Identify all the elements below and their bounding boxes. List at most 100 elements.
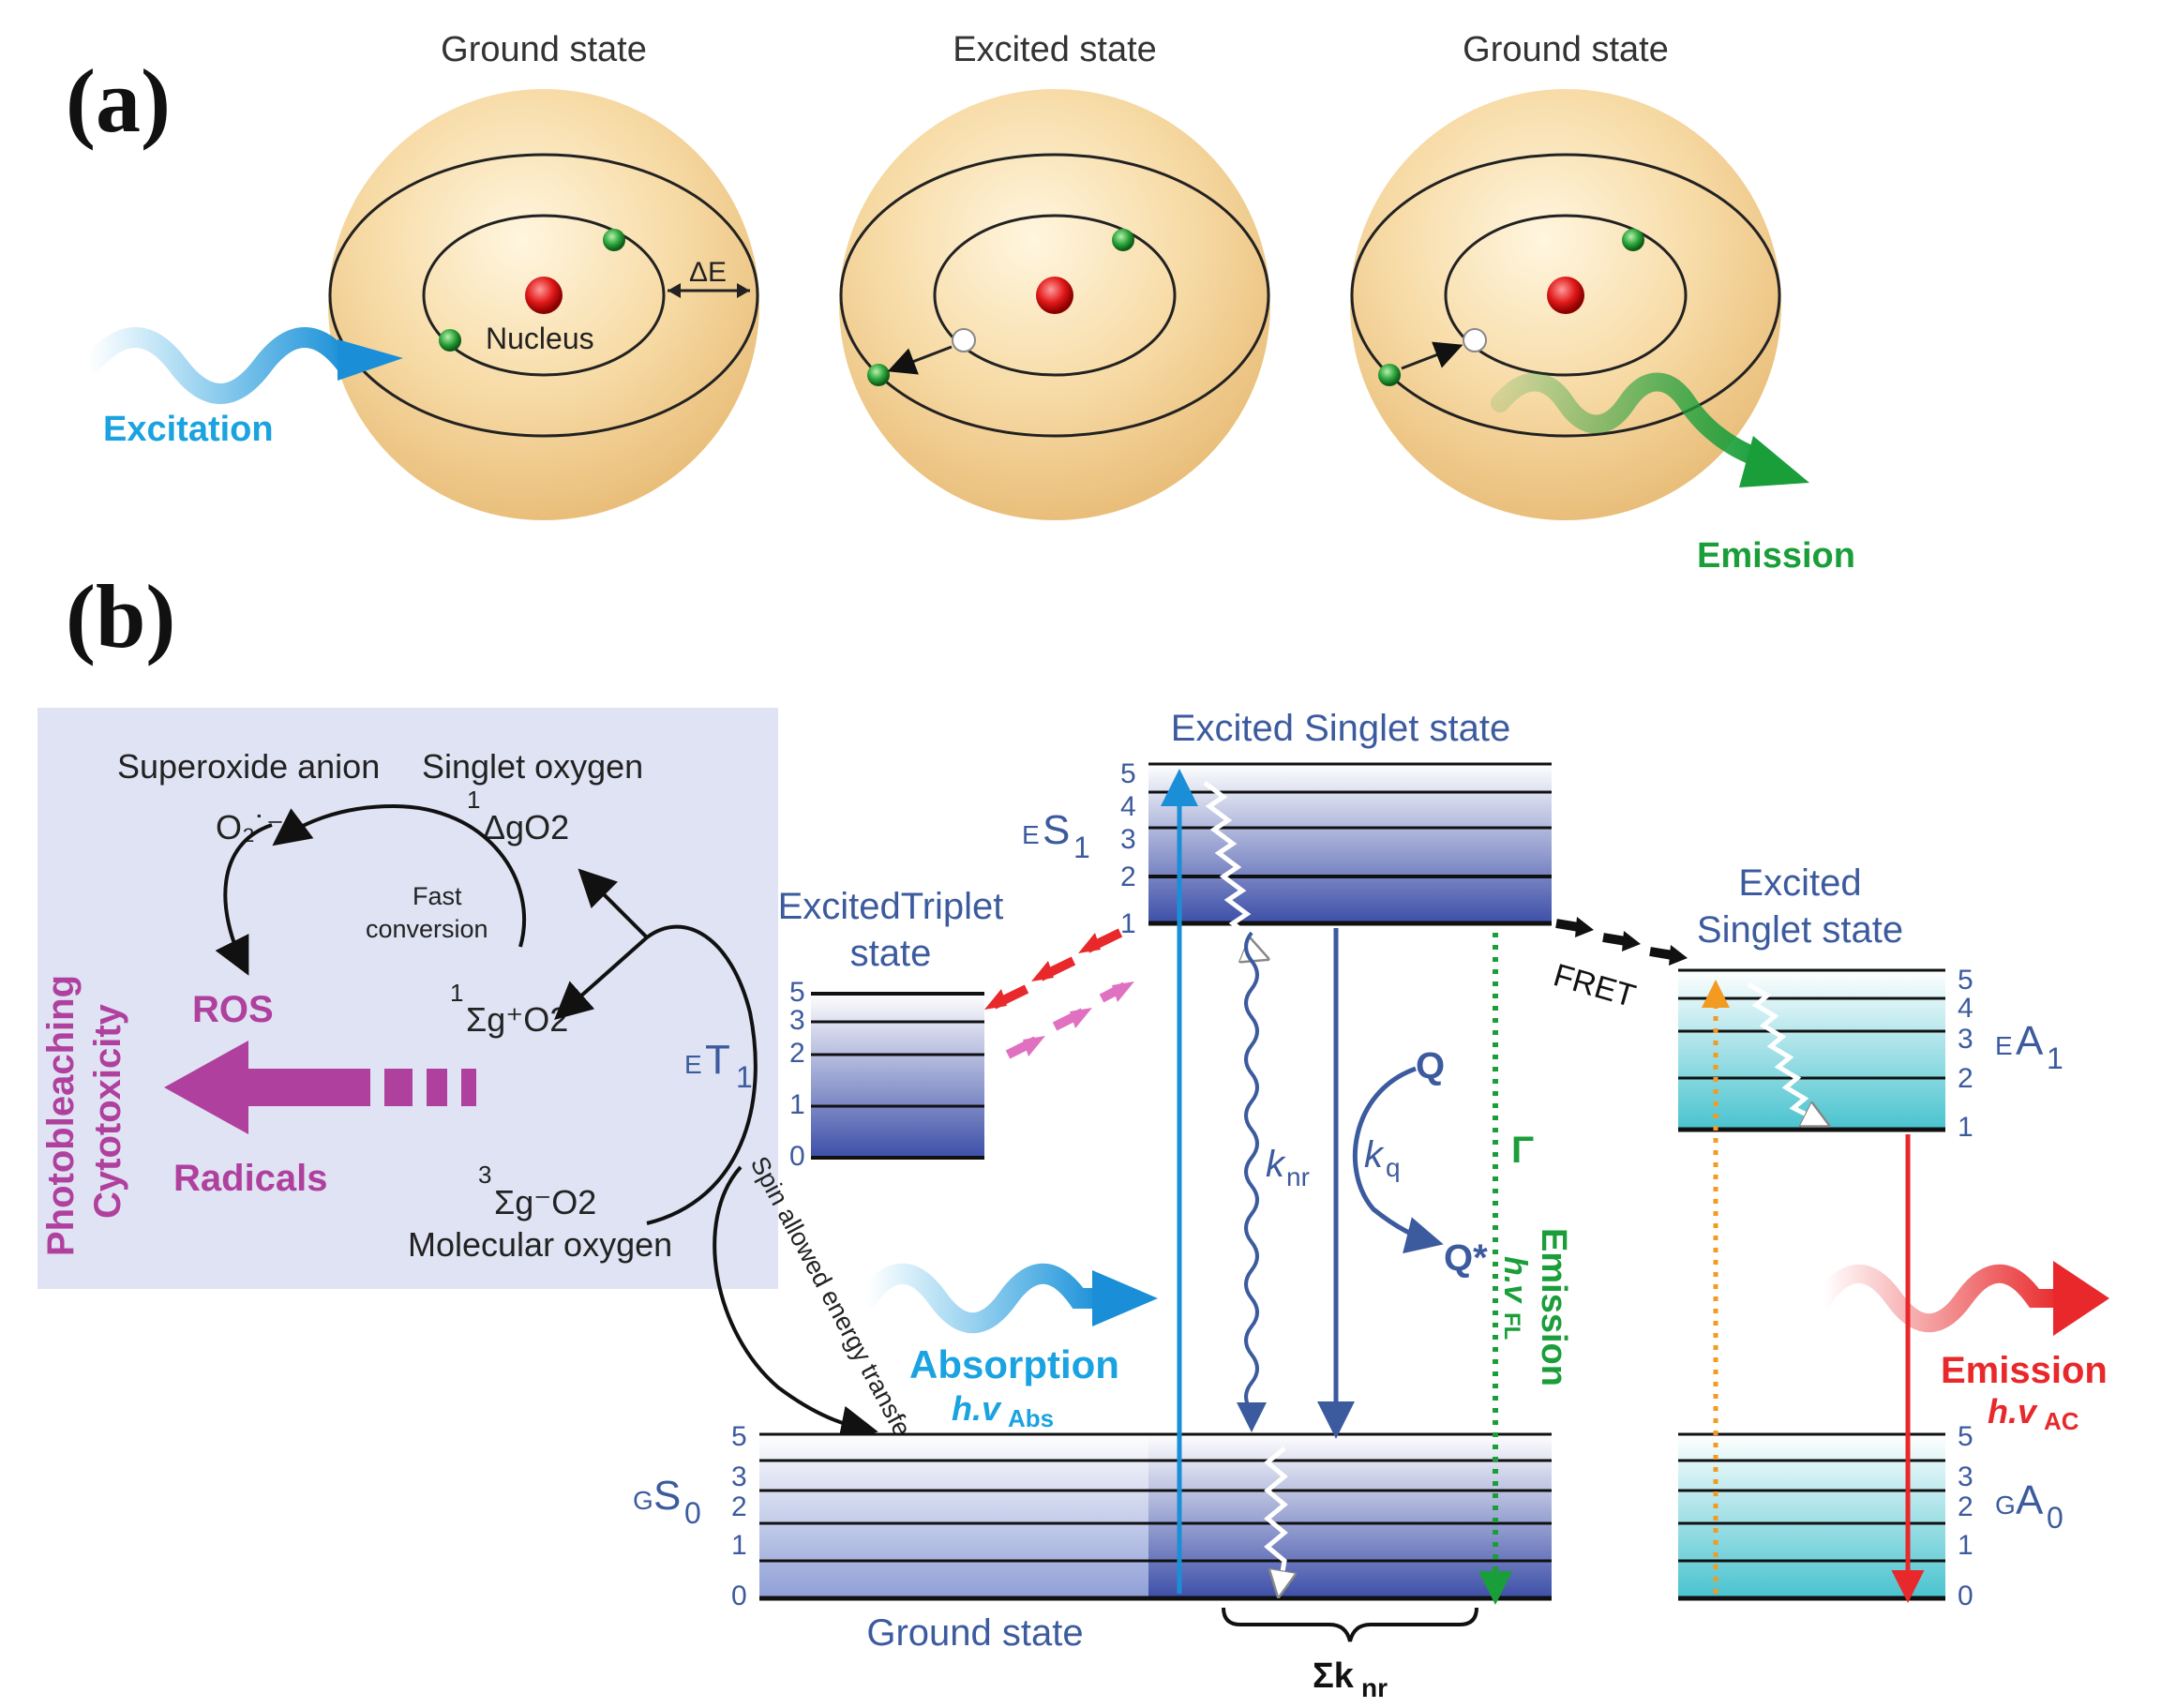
ground-vibrational-relaxation-arrow bbox=[1264, 1446, 1284, 1589]
emission-fl-label: Emission bbox=[1534, 1228, 1573, 1386]
emission-ac-hv: h.v bbox=[1988, 1392, 2038, 1431]
emission-fl-hv: h.v bbox=[1497, 1256, 1533, 1304]
vibrational-relaxation-arrow bbox=[1203, 781, 1261, 956]
level-number: 1 bbox=[1120, 908, 1136, 939]
energy-to-delta-arrow bbox=[578, 868, 649, 939]
conversion-label: conversion bbox=[366, 915, 488, 943]
nucleus-label: Nucleus bbox=[486, 322, 594, 355]
inner-orbit bbox=[1444, 214, 1688, 377]
donor-ground-prefix: G bbox=[633, 1486, 653, 1515]
level-number: 0 bbox=[789, 1141, 805, 1172]
acceptor-ground-singlet: 5 3 2 1 0 G A 0 bbox=[1678, 1421, 2063, 1611]
ros-box-background bbox=[38, 708, 778, 1289]
sum-knr-subscript: nr bbox=[1361, 1673, 1388, 1702]
atom-ground-state-1: Ground state Nucleus ΔE bbox=[328, 30, 759, 520]
q-label: Q bbox=[1416, 1045, 1445, 1086]
kq-label: k bbox=[1364, 1134, 1385, 1176]
level-number: 2 bbox=[1958, 1491, 1973, 1522]
kq-subscript: q bbox=[1386, 1153, 1401, 1182]
gamma-label: Γ bbox=[1511, 1130, 1534, 1171]
triplet-title-1: ExcitedTriplet bbox=[778, 886, 1004, 927]
inner-orbit bbox=[933, 214, 1177, 377]
sigma-plus-formula: Σg⁺O2 bbox=[466, 1000, 568, 1039]
outer-orbit bbox=[328, 153, 759, 438]
panel-a-label: (a) bbox=[66, 51, 171, 151]
level-number: 1 bbox=[789, 1089, 805, 1120]
acceptor-ground-prefix: G bbox=[1995, 1491, 2016, 1520]
nucleus bbox=[1036, 277, 1073, 314]
superoxide-formula: O₂˙⁻ bbox=[216, 808, 284, 847]
triplet-state-symbol: T bbox=[705, 1037, 730, 1083]
emission-ac-hv-subscript: AC bbox=[2044, 1407, 2079, 1435]
level-number: 2 bbox=[1958, 1063, 1973, 1094]
excitation-wave: Excitation bbox=[79, 327, 403, 449]
fast-conversion-arrow-top bbox=[272, 803, 526, 948]
energy-to-sigma-plus-arrow bbox=[554, 924, 758, 1225]
level-number: 2 bbox=[789, 1038, 805, 1069]
level-number: 5 bbox=[1958, 1421, 1973, 1452]
spin-transfer-arrow bbox=[713, 1165, 878, 1444]
level-number: 3 bbox=[1958, 1024, 1973, 1055]
donor-excited-symbol: S bbox=[1043, 807, 1070, 853]
level-number: 3 bbox=[731, 1461, 747, 1492]
delta-o2-formula: ΔgO2 bbox=[483, 808, 569, 847]
ros-label: ROS bbox=[192, 989, 274, 1030]
level-number: 4 bbox=[1120, 791, 1136, 822]
level-number: 5 bbox=[731, 1421, 747, 1452]
knr-subscript: nr bbox=[1286, 1162, 1310, 1191]
cytotoxicity-label: Cytotoxicity bbox=[87, 1003, 128, 1219]
ros-arrow-big bbox=[164, 1041, 476, 1134]
vacancy bbox=[952, 328, 976, 352]
electron bbox=[439, 329, 461, 352]
level-number: 5 bbox=[789, 977, 805, 1008]
electron bbox=[1112, 229, 1134, 251]
acceptor-title-2: Singlet state bbox=[1697, 909, 1903, 951]
level-number: 0 bbox=[1958, 1581, 1973, 1611]
radicals-label: Radicals bbox=[173, 1158, 328, 1199]
atom-ground-state-2: Ground state bbox=[1350, 30, 1781, 520]
level-number: 1 bbox=[1958, 1530, 1973, 1561]
sigma-plus-superscript: 1 bbox=[450, 979, 463, 1007]
fret-arrows bbox=[1555, 917, 1688, 966]
isc-arrows bbox=[984, 928, 1134, 1059]
atom-title: Ground state bbox=[441, 30, 647, 69]
acceptor-excited-symbol: A bbox=[2016, 1018, 2044, 1064]
superoxide-label: Superoxide anion bbox=[117, 747, 380, 786]
acceptor-excited-singlet: Excited Singlet state 5 4 3 2 1 E A 1 bbox=[1678, 862, 2063, 1143]
outer-orbit bbox=[1350, 153, 1781, 438]
delta-e-label: ΔE bbox=[689, 257, 727, 288]
atom-excited-state: Excited state bbox=[839, 30, 1270, 520]
vacancy bbox=[1463, 328, 1487, 352]
molecular-oxygen-label: Molecular oxygen bbox=[408, 1225, 672, 1264]
ground-state-label: Ground state bbox=[866, 1612, 1083, 1654]
knr-wavy-arrow bbox=[1237, 931, 1267, 1432]
inner-orbit bbox=[422, 214, 666, 377]
level-number: 5 bbox=[1958, 965, 1973, 996]
triplet-state-prefix: E bbox=[684, 1050, 702, 1079]
fast-label: Fast bbox=[413, 882, 462, 910]
electron bbox=[1378, 364, 1401, 386]
knr-label: k bbox=[1266, 1144, 1286, 1185]
acceptor-excited-prefix: E bbox=[1995, 1031, 2013, 1060]
level-number: 2 bbox=[731, 1491, 747, 1522]
absorption-label: Absorption bbox=[909, 1342, 1119, 1386]
level-number: 0 bbox=[731, 1581, 747, 1611]
delta-o2-superscript: 1 bbox=[467, 786, 480, 814]
acceptor-relaxation-arrow bbox=[1747, 981, 1822, 1122]
excitation-jump-arrow bbox=[887, 345, 953, 375]
electron bbox=[603, 229, 625, 251]
level-number: 5 bbox=[1120, 758, 1136, 789]
acceptor-ground-symbol: A bbox=[2016, 1477, 2044, 1523]
triplet-title-2: state bbox=[850, 933, 932, 974]
ros-box: Photobleaching Cytotoxicity Superoxide a… bbox=[38, 708, 778, 1289]
quencher-arrow bbox=[1353, 1066, 1444, 1254]
emission-label-a: Emission bbox=[1697, 536, 1855, 576]
outer-orbit bbox=[839, 153, 1270, 438]
spin-transfer-label: Spin allowed energy transfer bbox=[745, 1152, 921, 1448]
excitation-label: Excitation bbox=[103, 410, 274, 449]
acceptor-excited-subscript: 1 bbox=[2047, 1041, 2063, 1075]
panel-b-label: (b) bbox=[66, 566, 175, 667]
emission-wave: Emission bbox=[1491, 372, 1855, 576]
sigma-minus-formula: Σg⁻O2 bbox=[494, 1183, 596, 1221]
